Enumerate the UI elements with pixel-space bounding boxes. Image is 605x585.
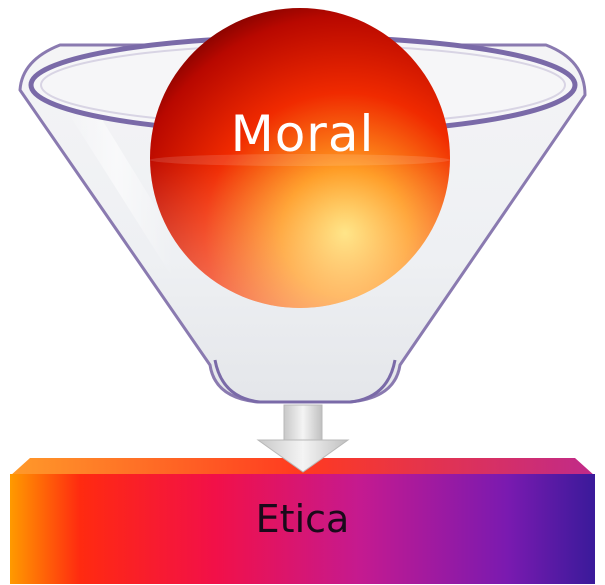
etica-bar-front [10, 474, 595, 584]
moral-ball [150, 8, 450, 308]
etica-bar [10, 458, 595, 584]
down-arrow-icon [256, 404, 350, 473]
funnel-spout [213, 359, 397, 404]
